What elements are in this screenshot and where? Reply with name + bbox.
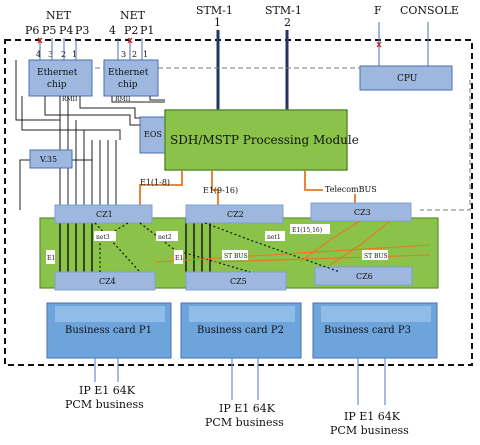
cz1-label: CZ1 (96, 210, 113, 219)
business-card-p3-label: Business card P3 (324, 325, 411, 336)
cpu-box (359, 65, 453, 91)
v35-box (29, 149, 73, 169)
cz5-label: CZ5 (230, 277, 247, 286)
ethernet-chip-2 (103, 59, 159, 97)
e1-15-16-label: E1(15,16) (292, 227, 322, 234)
sdh-mstp-module-label: SDH/MSTP Processing Module (170, 133, 359, 147)
st-bus-a-label: ST BUS (224, 253, 248, 260)
eos-label: EOS (144, 130, 162, 139)
cz3-connector (310, 202, 412, 222)
st-bus-b-tag (362, 250, 388, 260)
st-bus-a-tag (222, 250, 248, 260)
cz2-label: CZ2 (227, 210, 244, 219)
stm1-b-label: STM-1 (265, 4, 302, 17)
net2-label: net2 (158, 234, 172, 241)
cz4-connector (54, 271, 156, 291)
ethernet-chip-1-line1: Ethernet (37, 68, 78, 78)
f-label: F (374, 4, 382, 17)
port-p6-label: P6 (25, 24, 39, 37)
side-e1-b-label: E1 (175, 255, 183, 262)
red-x-marks (37, 37, 382, 48)
net3-tag (94, 231, 116, 241)
card-output-lines (94, 358, 386, 405)
side-e1-a-label: E1 (47, 255, 55, 262)
v35-label: V.35 (39, 155, 57, 164)
stm1-a-number: 1 (214, 16, 221, 29)
stm1-a-label: STM-1 (196, 4, 233, 17)
small-num-right-2: 2 (132, 50, 137, 59)
telecombus-label: TelecomBUS (325, 185, 377, 194)
business-card-p1-inner (55, 306, 165, 322)
st-bus-b-label: ST BUS (364, 253, 388, 260)
e1-9-16-label: E1(9-16) (203, 186, 238, 195)
port-p3-label: P3 (75, 24, 89, 37)
p2-business-line2: PCM business (205, 416, 284, 429)
system-enclosure (4, 39, 473, 366)
net2-tag (156, 231, 178, 241)
business-card-p3-inner (321, 306, 431, 322)
p3-business-line2: PCM business (330, 424, 409, 437)
cz6-label: CZ6 (356, 272, 373, 281)
port-4-label: 4 (109, 24, 116, 37)
cpu-label: CPU (397, 74, 418, 84)
net3-label: net3 (96, 234, 110, 241)
net1-label: net1 (267, 234, 281, 241)
e1-1-8-label: E1(1-8) (140, 178, 170, 187)
net1-tag (265, 231, 285, 241)
stm1-b-number: 2 (284, 16, 291, 29)
sdh-mstp-module (164, 109, 348, 171)
cz2-connector (185, 204, 284, 224)
backplane-orange-lines (154, 220, 431, 266)
small-num-right-1: 1 (143, 50, 148, 59)
small-num-left-3: 3 (48, 50, 53, 59)
ethernet-chip-2-rmii: RMII (115, 96, 131, 103)
port-p1-label: P1 (140, 24, 154, 37)
port-p2-label: P2 (124, 24, 138, 37)
port-p5-label: P5 (42, 24, 56, 37)
cz6-connector (314, 266, 413, 286)
p1-business-line1: IP E1 64K (79, 384, 136, 397)
module-orange-links (139, 170, 356, 205)
cz5-connector (185, 271, 287, 291)
telecombus-label-bg (323, 184, 373, 194)
cz4-label: CZ4 (99, 277, 116, 286)
business-card-p1-label: Business card P1 (65, 325, 152, 336)
e1-15-16-tag (290, 224, 330, 234)
side-e1-b-tag (174, 250, 183, 264)
ethernet-chip-2-line2: chip (118, 80, 138, 90)
port-lines (39, 22, 429, 66)
console-label: CONSOLE (400, 4, 459, 17)
eos-box (139, 116, 169, 154)
small-num-right-3: 3 (121, 50, 126, 59)
ethernet-chip-1-rmii: RMII (62, 96, 78, 103)
ethernet-chip-2-line1: Ethernet (108, 68, 149, 78)
cz3-label: CZ3 (354, 208, 371, 217)
side-e1-a-tag (46, 250, 55, 264)
management-dashed-lines (95, 67, 471, 211)
small-num-left-4: 4 (36, 50, 41, 59)
p1-business-line2: PCM business (65, 398, 144, 411)
ethernet-chip-1 (28, 59, 93, 97)
port-p4-label: P4 (59, 24, 73, 37)
ethernet-chip-1-line2: chip (47, 80, 67, 90)
p2-business-line1: IP E1 64K (219, 402, 276, 415)
business-card-p2-label: Business card P2 (197, 325, 284, 336)
business-card-p2-inner (189, 306, 295, 322)
net-left-label: NET (46, 9, 72, 22)
net-right-label: NET (120, 9, 146, 22)
p3-business-line1: IP E1 64K (344, 410, 401, 423)
small-num-left-1: 1 (72, 50, 77, 59)
cz1-connector (54, 204, 153, 224)
